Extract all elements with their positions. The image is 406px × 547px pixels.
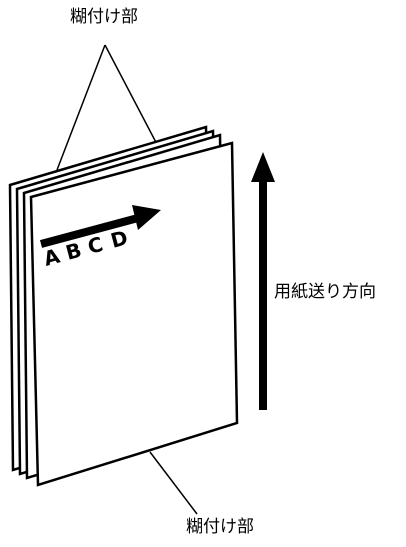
page-lettering: A B C D (41, 225, 130, 270)
feed-direction-arrow (251, 152, 275, 410)
text-direction-arrow (39, 205, 161, 248)
page-letter-b: B (63, 238, 84, 265)
leader-line-top-right (104, 44, 161, 151)
page-stack (8, 125, 239, 487)
page-sheet-front (29, 141, 239, 487)
feed-direction-label: 用紙送り方向 (274, 282, 376, 302)
leader-line-top-left (56, 44, 106, 171)
page-letter-a: A (41, 244, 63, 271)
page-letter-c: C (85, 232, 105, 259)
binding-label-bottom: 糊付け部 (186, 517, 254, 537)
binding-label-top: 糊付け部 (70, 7, 138, 27)
leader-line-bottom (149, 451, 198, 515)
page-letter-d: D (108, 225, 130, 252)
